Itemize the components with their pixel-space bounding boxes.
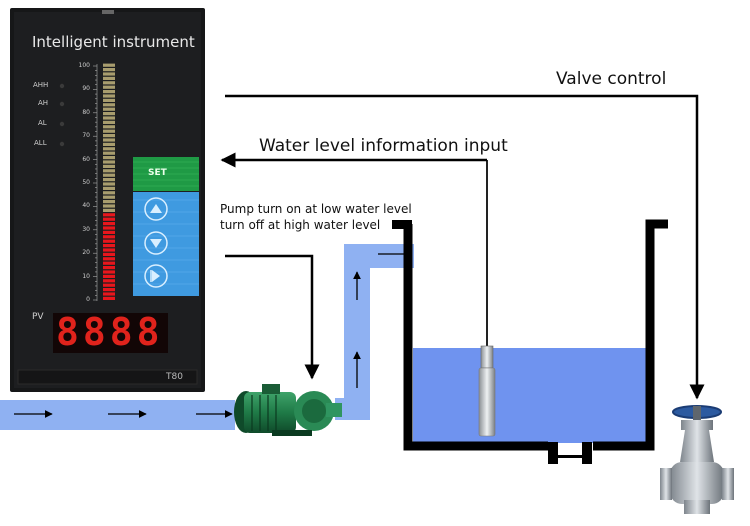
scale-label: 80 xyxy=(82,108,90,116)
bar-segment-lit xyxy=(103,296,115,300)
water-pump-icon xyxy=(234,384,342,436)
scale-label: 20 xyxy=(82,249,90,257)
down-arrow-key-icon[interactable] xyxy=(144,231,168,255)
inlet-pipe xyxy=(0,400,235,430)
alarm-ahh-label: AHH xyxy=(33,81,49,89)
bar-segment xyxy=(103,68,115,72)
tank-drain xyxy=(548,442,558,464)
scale-label: 70 xyxy=(82,132,90,140)
bar-segment xyxy=(103,178,115,182)
bar-segment xyxy=(103,107,115,111)
shift-key-icon[interactable] xyxy=(144,264,168,288)
bar-segment xyxy=(103,81,115,85)
bar-segment xyxy=(103,116,115,120)
bar-segment-lit xyxy=(103,235,115,239)
pump-outlet-pipe xyxy=(335,398,370,420)
scale-label: 10 xyxy=(82,272,90,280)
gate-valve-icon xyxy=(660,405,734,514)
bar-segment-lit xyxy=(103,292,115,296)
scale-label: 40 xyxy=(82,202,90,210)
valve-control-label: Valve control xyxy=(556,69,667,89)
pipe-system xyxy=(0,244,414,430)
pump-rule-line2: turn off at high water level xyxy=(220,218,381,232)
bar-segment xyxy=(103,147,115,151)
bar-segment xyxy=(103,120,115,124)
bar-segment xyxy=(103,125,115,129)
bar-segment-lit xyxy=(103,274,115,278)
water-body xyxy=(413,348,646,443)
pv-digits: 8888 xyxy=(56,310,164,354)
bar-segment-lit xyxy=(103,288,115,292)
alarm-al-label: AL xyxy=(38,119,47,127)
intelligent-instrument xyxy=(10,8,205,392)
pump-rule-line1: Pump turn on at low water level xyxy=(220,202,412,216)
level-bar-graph xyxy=(93,63,115,301)
bar-segment-lit xyxy=(103,217,115,221)
bar-segment xyxy=(103,151,115,155)
bar-segment-lit xyxy=(103,279,115,283)
bar-segment-lit xyxy=(103,252,115,256)
scale-label: 60 xyxy=(82,155,90,163)
bar-segment xyxy=(103,200,115,204)
instrument-title: Intelligent instrument xyxy=(32,33,195,51)
pv-display xyxy=(53,313,168,353)
bar-segment xyxy=(103,112,115,116)
bar-segment-lit xyxy=(103,270,115,274)
scale-label: 30 xyxy=(82,225,90,233)
water-level-input-label: Water level information input xyxy=(259,136,508,156)
bar-segment xyxy=(103,94,115,98)
scale-label: 50 xyxy=(82,179,90,186)
bar-segment-lit xyxy=(103,248,115,252)
scale-label: 0 xyxy=(86,296,90,303)
bar-segment xyxy=(103,138,115,142)
bar-segment-lit xyxy=(103,230,115,234)
bar-segment xyxy=(103,72,115,76)
bar-segment-lit xyxy=(103,222,115,226)
scale-label: 100 xyxy=(78,62,90,69)
pump-control-line xyxy=(225,254,320,380)
pv-label: PV xyxy=(32,312,44,322)
model-label: T80 xyxy=(166,372,183,382)
bar-segment xyxy=(103,204,115,208)
bar-segment xyxy=(103,134,115,138)
top-pipe xyxy=(344,244,414,268)
bar-segment xyxy=(103,129,115,133)
bar-segment xyxy=(103,186,115,190)
up-arrow-key-icon[interactable] xyxy=(144,197,168,221)
bar-segment xyxy=(103,103,115,107)
bar-segment xyxy=(103,169,115,173)
alarm-ah-label: AH xyxy=(38,99,49,107)
bar-segment xyxy=(103,76,115,80)
signal-lines xyxy=(220,94,705,400)
bar-segment xyxy=(103,164,115,168)
bar-segment-lit xyxy=(103,266,115,270)
bar-segment xyxy=(103,90,115,94)
valve-control-line xyxy=(225,94,705,400)
bar-segment xyxy=(103,182,115,186)
bar-segment-lit xyxy=(103,257,115,261)
bar-segment xyxy=(103,142,115,146)
water-tank xyxy=(392,219,668,464)
bar-segment xyxy=(103,173,115,177)
bar-segment-lit xyxy=(103,261,115,265)
bar-segment xyxy=(103,85,115,89)
bar-segment-lit xyxy=(103,239,115,243)
bar-segment xyxy=(103,195,115,199)
level-sensor-icon xyxy=(478,160,496,437)
bar-segment xyxy=(103,156,115,160)
bar-segment-lit xyxy=(103,226,115,230)
alarm-all-label: ALL xyxy=(34,139,47,147)
bar-segment xyxy=(103,63,115,67)
scale-label: 90 xyxy=(82,85,90,93)
bar-segment xyxy=(103,191,115,195)
bar-segment xyxy=(103,160,115,164)
bar-segment-lit xyxy=(103,283,115,287)
bar-segment xyxy=(103,98,115,102)
set-key-label: SET xyxy=(148,168,167,178)
bar-segment xyxy=(103,208,115,212)
bar-segment-lit xyxy=(103,244,115,248)
bar-segment-lit xyxy=(103,213,115,217)
